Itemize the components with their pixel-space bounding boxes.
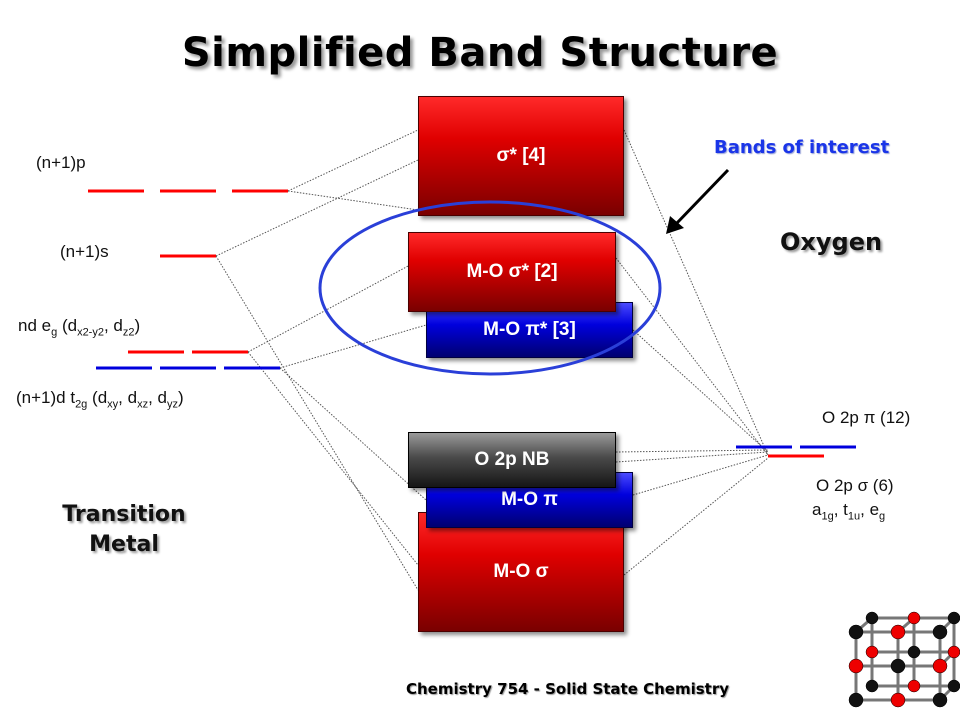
t2g-label-text: (n+1)d t — [16, 388, 76, 407]
connector-line — [215, 159, 419, 257]
eg-label-sub: z2 — [122, 326, 135, 339]
connector-line — [287, 129, 419, 192]
connector-lines — [215, 129, 769, 591]
t2g-label-sub: xy — [107, 398, 119, 411]
transition-metal-heading: Transition Metal — [34, 500, 214, 560]
o2p-sigma-irreps: a1g, t1u, eg — [812, 500, 885, 522]
band-mo-sigma: M-O σ — [418, 512, 624, 632]
band-label: M-O σ* [2] — [466, 261, 558, 282]
connector-line — [615, 257, 769, 456]
connector-line — [287, 190, 419, 211]
t2g-label-text: , d — [118, 388, 138, 407]
connector-line — [247, 264, 411, 353]
connector-line — [632, 454, 769, 496]
oxygen-level-lines — [736, 445, 856, 458]
band-label: σ* [4] — [496, 145, 546, 166]
band-mo-sigma-star: M-O σ* [2] — [408, 232, 616, 312]
connector-line — [623, 457, 769, 576]
crystal-lattice-icon — [848, 611, 960, 708]
band-sigma-star: σ* [4] — [418, 96, 624, 216]
transition-metal-line1: Transition — [62, 502, 186, 527]
connector-line — [279, 324, 427, 369]
o2p-sigma-label: O 2p σ (6) — [816, 476, 894, 495]
arrow-head — [666, 216, 684, 234]
t2g-label-text: (d — [87, 388, 108, 407]
transition-metal-line2: Metal — [89, 532, 159, 557]
connector-line — [215, 255, 419, 591]
np1s-label: (n+1)s — [60, 242, 109, 261]
connector-line — [615, 449, 769, 453]
band-label: M-O σ — [493, 561, 549, 582]
band-o2p-nb: O 2p NB — [408, 432, 616, 488]
eg-label-text: , d — [103, 316, 123, 335]
irrep-text: a — [812, 500, 822, 519]
arrow-line — [674, 168, 730, 226]
page-title: Simplified Band Structure — [181, 30, 779, 76]
connector-line — [279, 367, 427, 501]
bands-of-interest-label: Bands of interest — [714, 137, 890, 158]
band-label: M-O π* [3] — [483, 319, 576, 340]
irrep-sub: 1u — [847, 510, 861, 523]
oxygen-heading: Oxygen — [780, 228, 883, 256]
eg-label-sub: x2-y2 — [77, 326, 104, 339]
irrep-text: , e — [860, 500, 880, 519]
eg-label: nd eg (dx2-y2, dz2) — [18, 316, 140, 338]
t2g-label-sub: xz — [137, 398, 149, 411]
np1p-label: (n+1)p — [36, 153, 86, 172]
connector-line — [632, 329, 769, 453]
connector-line — [623, 129, 769, 456]
eg-label-text: nd e — [18, 316, 52, 335]
band-label: M-O π — [501, 489, 558, 510]
tm-level-lines — [88, 189, 288, 370]
eg-label-sub: g — [51, 326, 58, 339]
t2g-label-text: ) — [177, 388, 184, 407]
eg-label-text: ) — [134, 316, 141, 335]
o2p-pi-label: O 2p π (12) — [822, 408, 911, 427]
t2g-label-text: , d — [148, 388, 167, 407]
connector-line — [615, 451, 769, 463]
irrep-text: , t — [833, 500, 848, 519]
t2g-label-sub: 2g — [75, 398, 88, 411]
t2g-label: (n+1)d t2g (dxy, dxz, dyz) — [16, 388, 184, 410]
band-label: O 2p NB — [474, 449, 550, 470]
eg-label-text: (d — [57, 316, 78, 335]
connector-line — [247, 351, 419, 566]
footer-text: Chemistry 754 - Solid State Chemistry — [406, 680, 730, 698]
irrep-sub: 1g — [821, 510, 834, 523]
irrep-sub: g — [879, 510, 886, 523]
t2g-label-sub: yz — [166, 398, 178, 411]
